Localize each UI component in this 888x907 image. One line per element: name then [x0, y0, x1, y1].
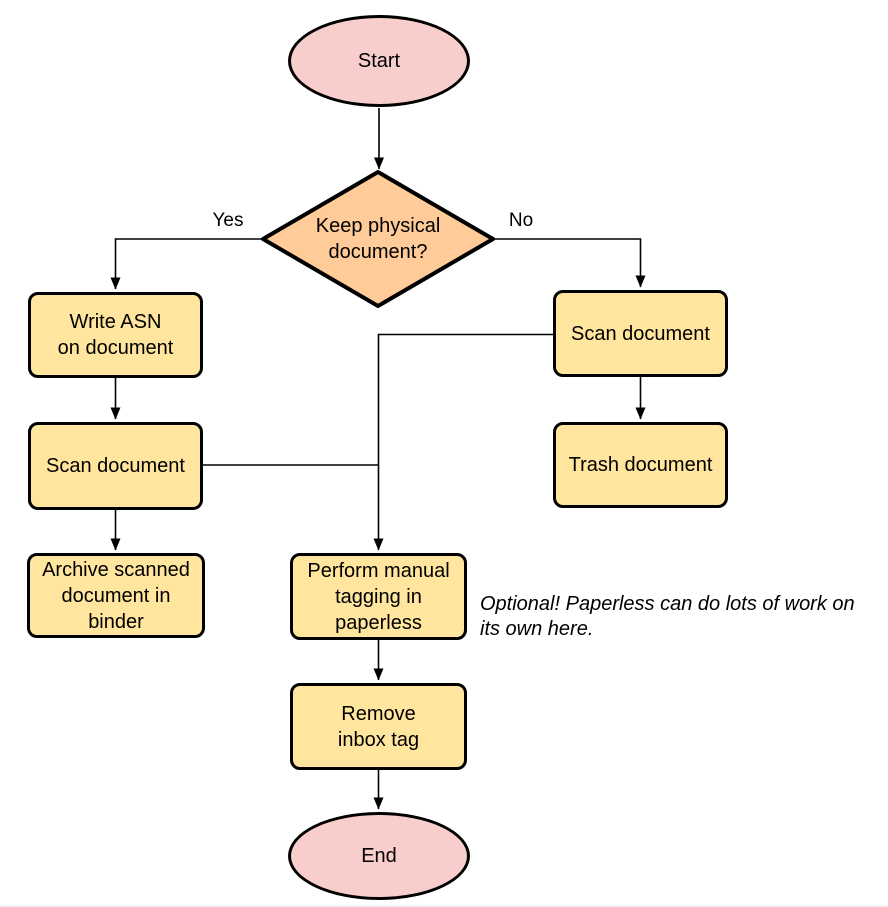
node-archive-scanned: Archive scanned document in binder: [27, 553, 205, 638]
node-trash-document: Trash document: [553, 422, 728, 508]
edge-decision-to-scan-right: [492, 238, 646, 288]
node-remove-inbox-tag: Remove inbox tag: [290, 683, 467, 770]
node-write-asn: Write ASN on document: [28, 292, 203, 378]
node-decision-label: Keep physical document?: [315, 215, 441, 263]
edge-decision-to-write-asn: [110, 238, 264, 290]
edge-label-no: No: [508, 210, 534, 231]
node-perform-manual-tagging: Perform manual tagging in paperless: [290, 553, 467, 640]
page-bottom-border: [0, 905, 888, 907]
node-start: Start: [288, 15, 470, 107]
node-end: End: [288, 812, 470, 900]
edge-scan-right-to-perform-tagging: [373, 333, 553, 551]
decision-diamond-shape: [261, 170, 495, 308]
node-decision: Keep physical document?: [259, 168, 497, 310]
node-scan-document-left: Scan document: [28, 422, 203, 510]
edge-label-yes: Yes: [212, 210, 244, 231]
node-scan-document-right: Scan document: [553, 290, 728, 377]
annotation-optional-note: Optional! Paperless can do lots of work …: [480, 593, 855, 640]
